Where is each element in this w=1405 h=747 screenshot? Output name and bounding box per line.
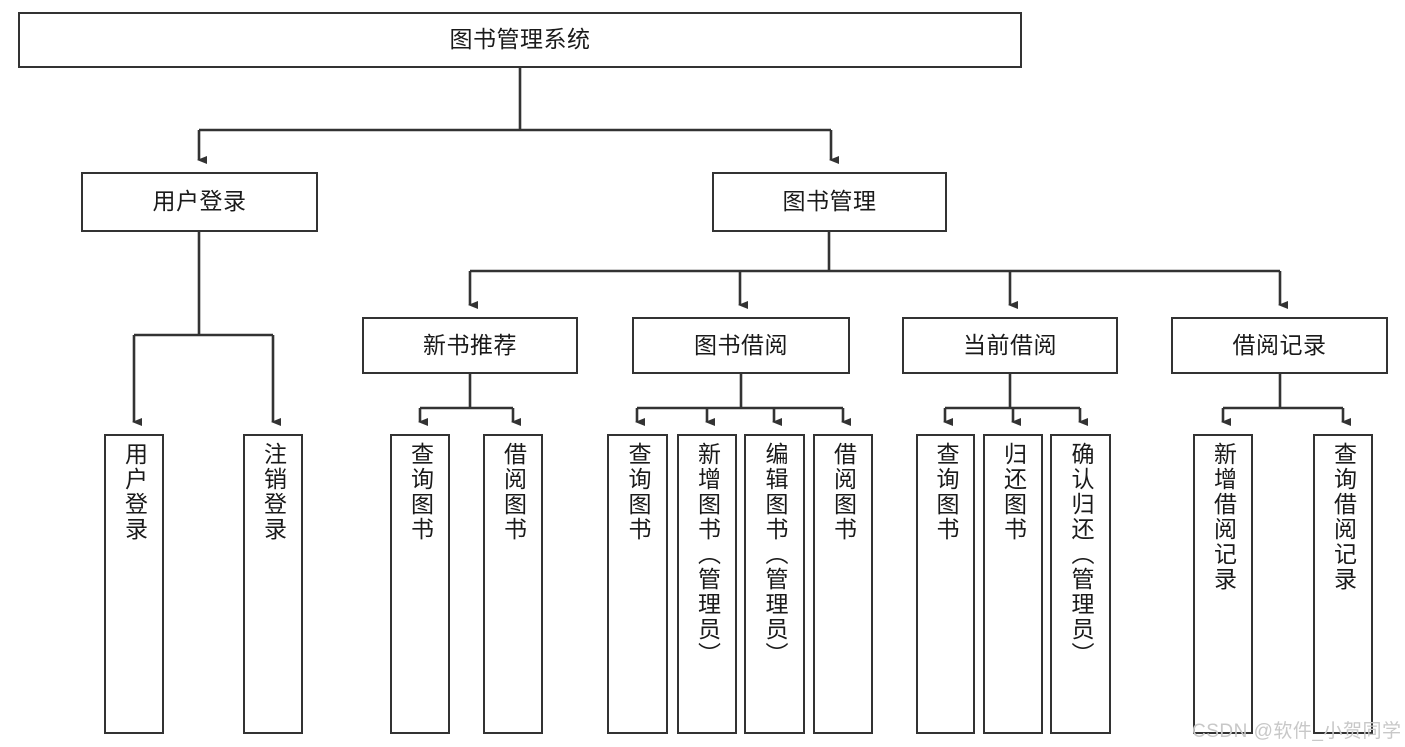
node-leaf-query-record-label: 查询借阅记录: [1330, 442, 1357, 592]
node-book-manage-label: 图书管理: [782, 188, 877, 215]
node-leaf-add-record-label: 新增借阅记录: [1210, 442, 1237, 592]
node-leaf-edit-book-label: 编辑图书（管理员）: [762, 442, 788, 667]
node-root-label: 图书管理系统: [449, 26, 591, 53]
node-leaf-query-book-1[interactable]: 查询图书: [390, 434, 450, 734]
node-leaf-borrow-book-2[interactable]: 借阅图书: [813, 434, 873, 734]
watermark: CSDN @软件_小贺同学: [1192, 721, 1402, 742]
node-leaf-borrow-book-2-label: 借阅图书: [830, 442, 857, 542]
node-root[interactable]: 图书管理系统: [18, 12, 1022, 68]
node-leaf-add-book-label: 新增图书（管理员）: [694, 442, 721, 667]
node-leaf-query-book-2-label: 查询图书: [625, 442, 651, 542]
node-leaf-query-book-1-label: 查询图书: [407, 442, 434, 542]
node-borrow-record-label: 借阅记录: [1232, 331, 1327, 358]
node-leaf-logout[interactable]: 注销登录: [243, 434, 303, 734]
node-leaf-return-book[interactable]: 归还图书: [983, 434, 1043, 734]
node-leaf-add-record[interactable]: 新增借阅记录: [1193, 434, 1253, 734]
node-book-borrow[interactable]: 图书借阅: [632, 317, 850, 374]
node-leaf-return-book-label: 归还图书: [1000, 442, 1027, 542]
node-user-login[interactable]: 用户登录: [81, 172, 318, 232]
node-book-manage[interactable]: 图书管理: [712, 172, 947, 232]
node-new-book-rec-label: 新书推荐: [423, 331, 517, 358]
node-leaf-add-book[interactable]: 新增图书（管理员）: [677, 434, 737, 734]
node-leaf-query-book-2[interactable]: 查询图书: [607, 434, 668, 734]
node-leaf-edit-book[interactable]: 编辑图书（管理员）: [744, 434, 805, 734]
node-leaf-user-login-label: 用户登录: [121, 442, 148, 542]
node-leaf-query-record[interactable]: 查询借阅记录: [1313, 434, 1373, 734]
node-leaf-borrow-book-1-label: 借阅图书: [500, 442, 527, 542]
node-leaf-query-book-3-label: 查询图书: [933, 442, 959, 542]
node-current-borrow[interactable]: 当前借阅: [902, 317, 1118, 374]
node-leaf-logout-label: 注销登录: [260, 442, 287, 542]
node-leaf-query-book-3[interactable]: 查询图书: [916, 434, 975, 734]
node-book-borrow-label: 图书借阅: [694, 331, 788, 358]
node-new-book-rec[interactable]: 新书推荐: [362, 317, 578, 374]
node-leaf-confirm-return-label: 确认归还（管理员）: [1068, 442, 1094, 667]
node-current-borrow-label: 当前借阅: [963, 331, 1057, 358]
node-leaf-borrow-book-1[interactable]: 借阅图书: [483, 434, 543, 734]
node-user-login-label: 用户登录: [152, 188, 247, 215]
node-leaf-confirm-return[interactable]: 确认归还（管理员）: [1050, 434, 1111, 734]
node-borrow-record[interactable]: 借阅记录: [1171, 317, 1388, 374]
node-leaf-user-login[interactable]: 用户登录: [104, 434, 164, 734]
